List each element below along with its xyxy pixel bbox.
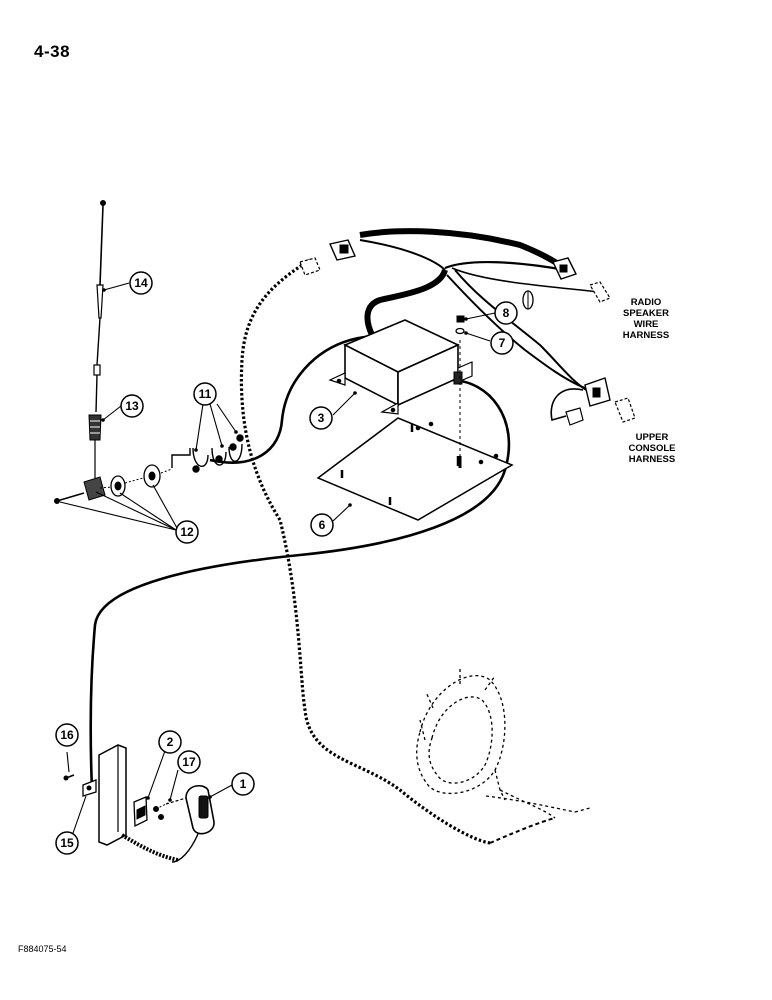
callout-13: 13 — [120, 394, 144, 418]
callout-11-label: 11 — [199, 387, 212, 401]
harness-label-line: WIRE — [634, 319, 659, 330]
callout-7: 7 — [490, 331, 514, 355]
callout-16-label: 16 — [60, 728, 74, 742]
cable-clips — [171, 434, 244, 473]
callout-13-label: 13 — [125, 399, 139, 413]
mounting-post — [98, 744, 127, 846]
callout-2-label: 2 — [167, 735, 174, 749]
callout-14-label: 14 — [134, 276, 148, 290]
callout-14: 14 — [129, 271, 153, 295]
steering-wheel-phantom — [416, 668, 591, 819]
antenna-coax-cable — [89, 335, 511, 791]
speaker-harness-connector — [552, 257, 611, 303]
callout-3-label: 3 — [318, 411, 325, 425]
microphone-hanger-bracket — [133, 796, 148, 828]
antenna-whip — [93, 200, 106, 413]
callout-8: 8 — [494, 301, 518, 325]
microphone — [165, 784, 215, 863]
callout-17-label: 17 — [182, 755, 196, 769]
screw-16 — [63, 774, 75, 781]
radio-speaker-wire-harness-label: RADIO SPEAKER WIRE HARNESS — [623, 297, 669, 341]
inline-fuse-holder — [522, 290, 534, 310]
ground-lead-dashed — [489, 817, 556, 844]
callout-7-label: 7 — [499, 336, 506, 350]
callout-8-label: 8 — [503, 306, 510, 320]
cb-radio-unit — [328, 319, 473, 415]
callout-11: 11 — [193, 382, 217, 406]
callout-3: 3 — [309, 406, 333, 430]
callout-1-label: 1 — [240, 777, 247, 791]
cable-clamp-15 — [82, 779, 97, 797]
microphone-coiled-cord — [120, 833, 179, 862]
callout-2: 2 — [158, 730, 182, 754]
antenna-mount-hardware — [54, 464, 173, 504]
radio-mounting-plate — [316, 417, 514, 521]
callout-6-label: 6 — [319, 518, 326, 532]
figure-reference-code: F884075-54 — [18, 944, 67, 954]
callout-16: 16 — [55, 723, 79, 747]
leader-arrowheads — [101, 288, 468, 802]
leader-lines — [59, 282, 496, 837]
callout-15-label: 15 — [60, 836, 74, 850]
callout-12: 12 — [175, 520, 199, 544]
page-number: 4-38 — [34, 42, 71, 61]
bracket-screws-17 — [153, 802, 169, 820]
callout-17: 17 — [177, 750, 201, 774]
harness-label-line: HARNESS — [629, 454, 675, 465]
harness-label-line: CONSOLE — [629, 443, 676, 454]
harness-label-line: HARNESS — [623, 330, 669, 341]
console-harness-connector — [550, 377, 636, 426]
power-harness-coiled — [239, 258, 491, 845]
harness-label-line: SPEAKER — [623, 308, 669, 319]
harness-label-line: RADIO — [631, 297, 662, 308]
main-wiring-harness — [359, 228, 601, 393]
harness-label-line: UPPER — [636, 432, 669, 443]
upper-console-harness-label: UPPER CONSOLE HARNESS — [629, 432, 676, 465]
callout-6: 6 — [310, 513, 334, 537]
callout-12-label: 12 — [180, 525, 194, 539]
antenna-spring-base — [88, 414, 102, 478]
callout-1: 1 — [231, 772, 255, 796]
harness-connector-plug — [299, 239, 356, 276]
callout-15: 15 — [55, 831, 79, 855]
mounting-screw-washer-nut — [455, 315, 465, 468]
